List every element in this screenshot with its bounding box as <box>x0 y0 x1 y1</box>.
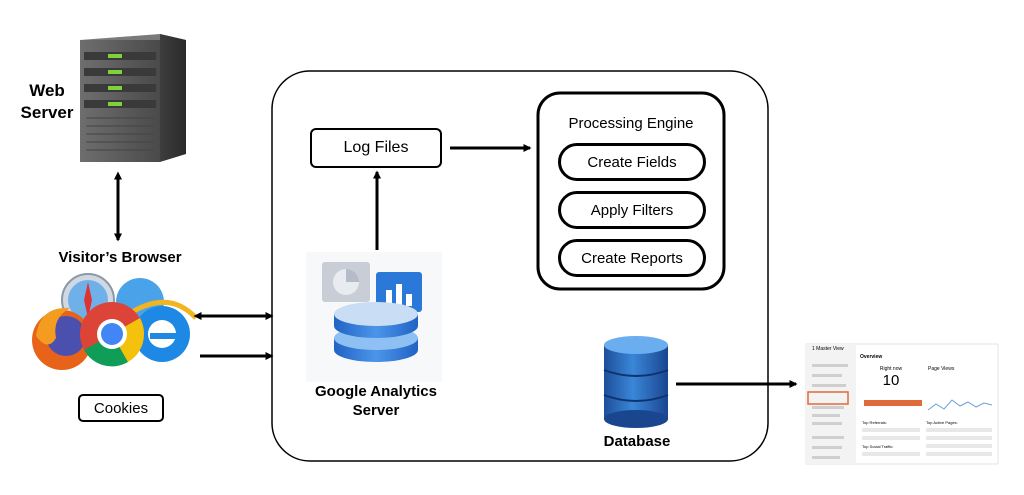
processing-engine-title: Processing Engine <box>568 115 694 132</box>
report-page-views: Page Views <box>928 366 955 372</box>
ga-server-icon <box>306 252 442 382</box>
database-label: Database <box>603 433 671 450</box>
browsers-icon <box>32 273 198 370</box>
database-icon <box>603 336 669 428</box>
ga-report-thumbnail <box>805 343 999 465</box>
ga-server-label: Google Analytics Server <box>315 383 437 419</box>
apply-filters-box: Apply Filters <box>558 191 706 229</box>
report-view-name: 1 Master View <box>812 346 844 352</box>
report-top-active-pages: Top Active Pages: <box>926 420 958 425</box>
report-top-referrals: Top Referrals: <box>862 420 887 425</box>
web-server-icon <box>80 34 186 162</box>
visitors-browser-label: Visitor’s Browser <box>58 249 182 266</box>
report-right-now: Right now <box>879 366 903 372</box>
create-fields-box: Create Fields <box>558 143 706 181</box>
report-active-users: 10 <box>882 372 900 389</box>
report-overview-title: Overview <box>860 354 883 360</box>
log-files-box: Log Files <box>310 128 442 168</box>
report-top-social: Top Social Traffic: <box>862 444 894 449</box>
cookies-box: Cookies <box>78 394 164 422</box>
create-reports-box: Create Reports <box>558 239 706 277</box>
web-server-label: Web Server <box>20 81 74 122</box>
